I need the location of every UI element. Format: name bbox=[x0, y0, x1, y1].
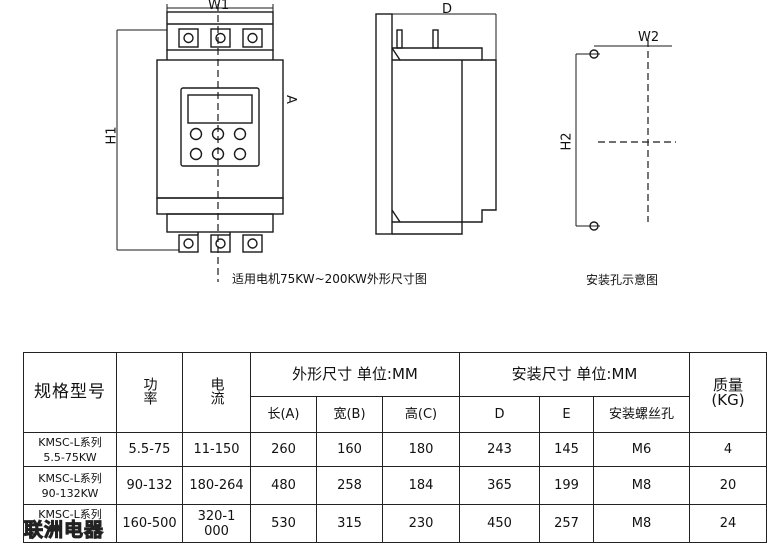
keypad-panel bbox=[180, 87, 260, 167]
cell-screw: M6 bbox=[593, 432, 690, 467]
front-view-caption: 适用电机75KW~200KW外形尺寸图 bbox=[232, 272, 427, 286]
cell-hgt: 180 bbox=[382, 432, 460, 467]
cell-e: 199 bbox=[539, 466, 594, 505]
cell-screw: M8 bbox=[593, 504, 690, 543]
label-h2: H2 bbox=[559, 132, 575, 151]
header-current: 电流 bbox=[182, 352, 251, 433]
keypad-buttons bbox=[189, 127, 247, 161]
header-hgt: 高(C) bbox=[382, 396, 460, 433]
bottom-terminals bbox=[178, 232, 263, 253]
label-d: D bbox=[442, 2, 453, 17]
mount-view-caption: 安装孔示意图 bbox=[586, 273, 659, 287]
cell-d: 450 bbox=[459, 504, 540, 543]
cell-d: 243 bbox=[459, 432, 540, 467]
cell-current: 11-150 bbox=[182, 432, 251, 467]
header-outer-size: 外形尺寸 单位:MM bbox=[250, 352, 460, 397]
header-model: 规格型号 bbox=[23, 352, 117, 433]
header-wid: 宽(B) bbox=[316, 396, 383, 433]
cell-power: 90-132 bbox=[116, 466, 183, 505]
header-power: 功率 bbox=[116, 352, 183, 433]
top-terminals bbox=[178, 28, 263, 48]
cell-weight: 24 bbox=[689, 504, 767, 543]
cell-weight: 20 bbox=[689, 466, 767, 505]
cell-hgt: 184 bbox=[382, 466, 460, 505]
cell-screw: M8 bbox=[593, 466, 690, 505]
header-mount-size: 安装尺寸 单位:MM bbox=[459, 352, 690, 397]
label-a: A bbox=[282, 95, 298, 104]
cell-d: 365 bbox=[459, 466, 540, 505]
spec-table: 规格型号 功率 电流 外形尺寸 单位:MM 安装尺寸 单位:MM 质量(KG) … bbox=[23, 352, 767, 543]
cell-current: 180-264 bbox=[182, 466, 251, 505]
cell-power: 5.5-75 bbox=[116, 432, 183, 467]
label-w1: W1 bbox=[208, 0, 230, 13]
watermark: 联洲电器 bbox=[23, 519, 105, 542]
cell-wid: 315 bbox=[316, 504, 383, 543]
front-view bbox=[116, 4, 284, 282]
cell-power: 160-500 bbox=[116, 504, 183, 543]
cell-model: KMSC-L系列 bbox=[23, 504, 117, 543]
dimension-drawings bbox=[116, 4, 676, 282]
label-h1: H1 bbox=[104, 126, 120, 145]
mounting-hole-view bbox=[575, 40, 676, 231]
header-len: 长(A) bbox=[250, 396, 317, 433]
cell-wid: 258 bbox=[316, 466, 383, 505]
side-view bbox=[375, 13, 497, 235]
cell-len: 260 bbox=[250, 432, 317, 467]
cell-e: 257 bbox=[539, 504, 594, 543]
cell-len: 530 bbox=[250, 504, 317, 543]
cell-wid: 160 bbox=[316, 432, 383, 467]
cell-weight: 4 bbox=[689, 432, 767, 467]
header-screw: 安装螺丝孔 bbox=[593, 396, 690, 433]
display-window bbox=[187, 94, 253, 124]
cell-len: 480 bbox=[250, 466, 317, 505]
cell-hgt: 230 bbox=[382, 504, 460, 543]
table-row: KMSC-L系列 160-500 320-1000 530 315 230 45… bbox=[23, 504, 767, 543]
header-weight: 质量(KG) bbox=[689, 352, 767, 433]
header-d: D bbox=[459, 396, 540, 433]
label-w2: W2 bbox=[638, 30, 660, 45]
cell-current: 320-1000 bbox=[182, 504, 251, 543]
cell-e: 145 bbox=[539, 432, 594, 467]
header-e: E bbox=[539, 396, 594, 433]
